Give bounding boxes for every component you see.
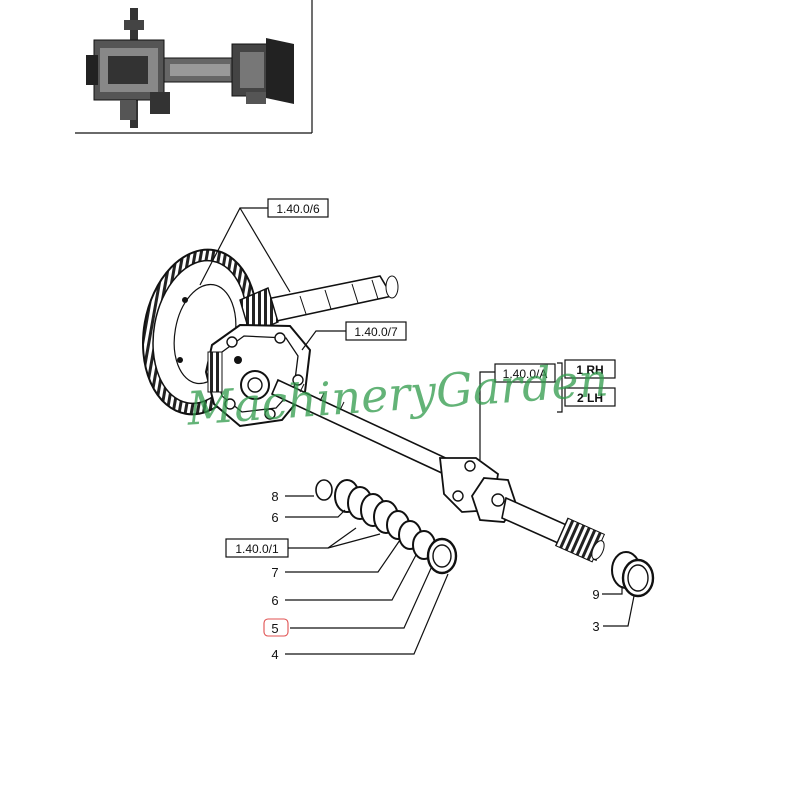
leader-lines — [199, 207, 635, 655]
ref-box-1-40-0-6: 1.40.0/6 — [267, 198, 329, 218]
ref-box-1-40-0-7: 1.40.0/7 — [345, 321, 407, 341]
axle-half-shaft — [270, 378, 606, 563]
ref-box-1-40-0-1: 1.40.0/1 — [225, 538, 289, 558]
ref-box-1-40-0-a: 1.40.0/A — [494, 363, 556, 383]
item-number-5: 5 — [271, 621, 278, 636]
item-number-6-lower: 6 — [271, 593, 278, 608]
item-number-7: 7 — [271, 565, 278, 580]
pinion-shaft — [239, 275, 399, 335]
item-number-5-highlight: 5 — [263, 618, 289, 637]
seal-bearing-stack — [315, 479, 458, 575]
item-number-8: 8 — [271, 489, 278, 504]
item-number-6-upper: 6 — [271, 510, 278, 525]
axle-overview-inset — [75, 0, 313, 134]
side-label-rh: 1 RH — [576, 363, 603, 377]
ref-label-1-40-0-1: 1.40.0/1 — [235, 542, 279, 556]
seal-ring-right — [611, 551, 655, 598]
item-number-9: 9 — [592, 587, 599, 602]
side-label-lh: 2 LH — [577, 391, 603, 405]
item-number-4: 4 — [271, 647, 278, 662]
ref-label-1-40-0-7: 1.40.0/7 — [354, 325, 398, 339]
item-number-3: 3 — [592, 619, 599, 634]
ref-label-1-40-0-6: 1.40.0/6 — [276, 202, 320, 216]
ref-label-1-40-0-a: 1.40.0/A — [503, 367, 548, 381]
side-box-rh: 1 RH — [564, 359, 616, 379]
side-box-lh: 2 LH — [564, 387, 616, 407]
